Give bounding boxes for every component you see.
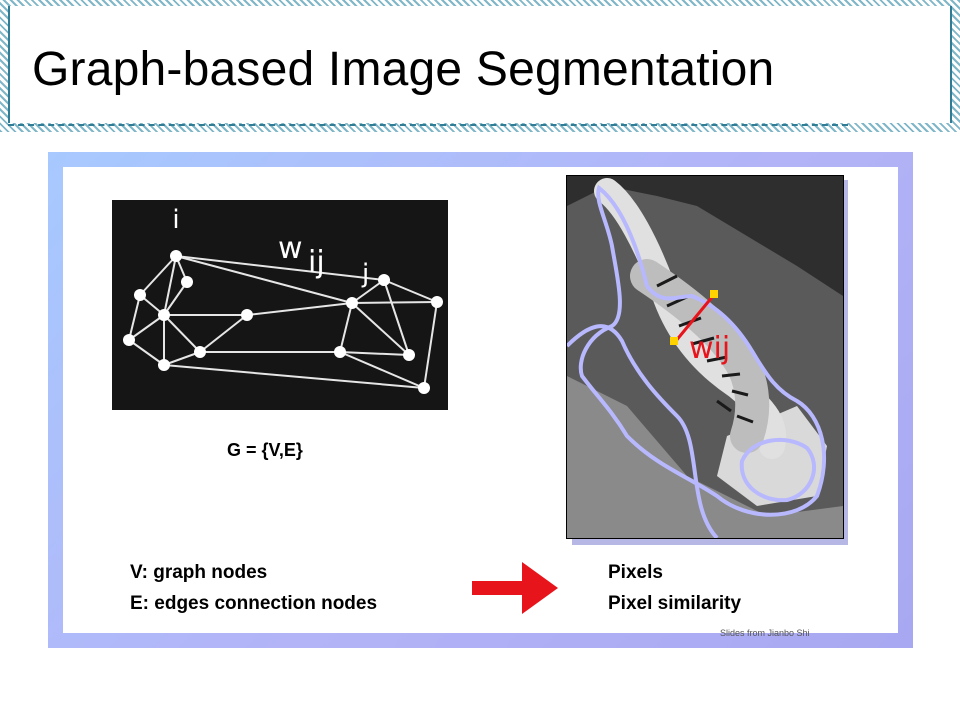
graph-term-nodes: V: graph nodes	[130, 562, 268, 583]
graph-definition: G = {V,E}	[227, 440, 303, 460]
image-terms: Pixels Pixel similarity	[608, 557, 741, 619]
image-term-similarity: Pixel similarity	[608, 593, 742, 614]
edge-weight-w-label: w	[278, 231, 303, 266]
slide-credit: Slides from Jianbo Shi	[720, 628, 810, 638]
segment-outline-rock	[739, 437, 817, 503]
tiger-segmentation-picture: wij	[567, 176, 843, 538]
graph-terms: V: graph nodes E: edges connection nodes	[130, 557, 377, 619]
node-j-label: j	[361, 259, 369, 289]
node-i-label: i	[172, 205, 179, 235]
graph-illustration: i w ij j	[112, 200, 448, 410]
graph-diagram: i w ij j	[123, 205, 443, 394]
image-term-pixels: Pixels	[608, 562, 663, 583]
right-arrow-icon	[472, 562, 558, 614]
weight-marker-start	[670, 337, 678, 345]
slide-title: Graph-based Image Segmentation	[32, 43, 775, 96]
graph-nodes	[123, 250, 443, 394]
tiger-weight-label: wij	[689, 331, 730, 366]
graph-term-edges: E: edges connection nodes	[130, 593, 378, 614]
segment-outline-ground	[567, 324, 719, 538]
weight-marker-line	[673, 295, 715, 343]
title-banner	[0, 0, 960, 132]
title-panel	[8, 6, 952, 123]
weight-marker-end	[710, 290, 718, 298]
segment-outline-tiger	[578, 184, 826, 517]
tiger-stripes	[656, 274, 754, 424]
edge-weight-subscript-label: ij	[308, 245, 325, 280]
tiger-image: wij	[566, 175, 844, 539]
graph-edges	[128, 255, 438, 389]
title-divider	[8, 124, 848, 126]
